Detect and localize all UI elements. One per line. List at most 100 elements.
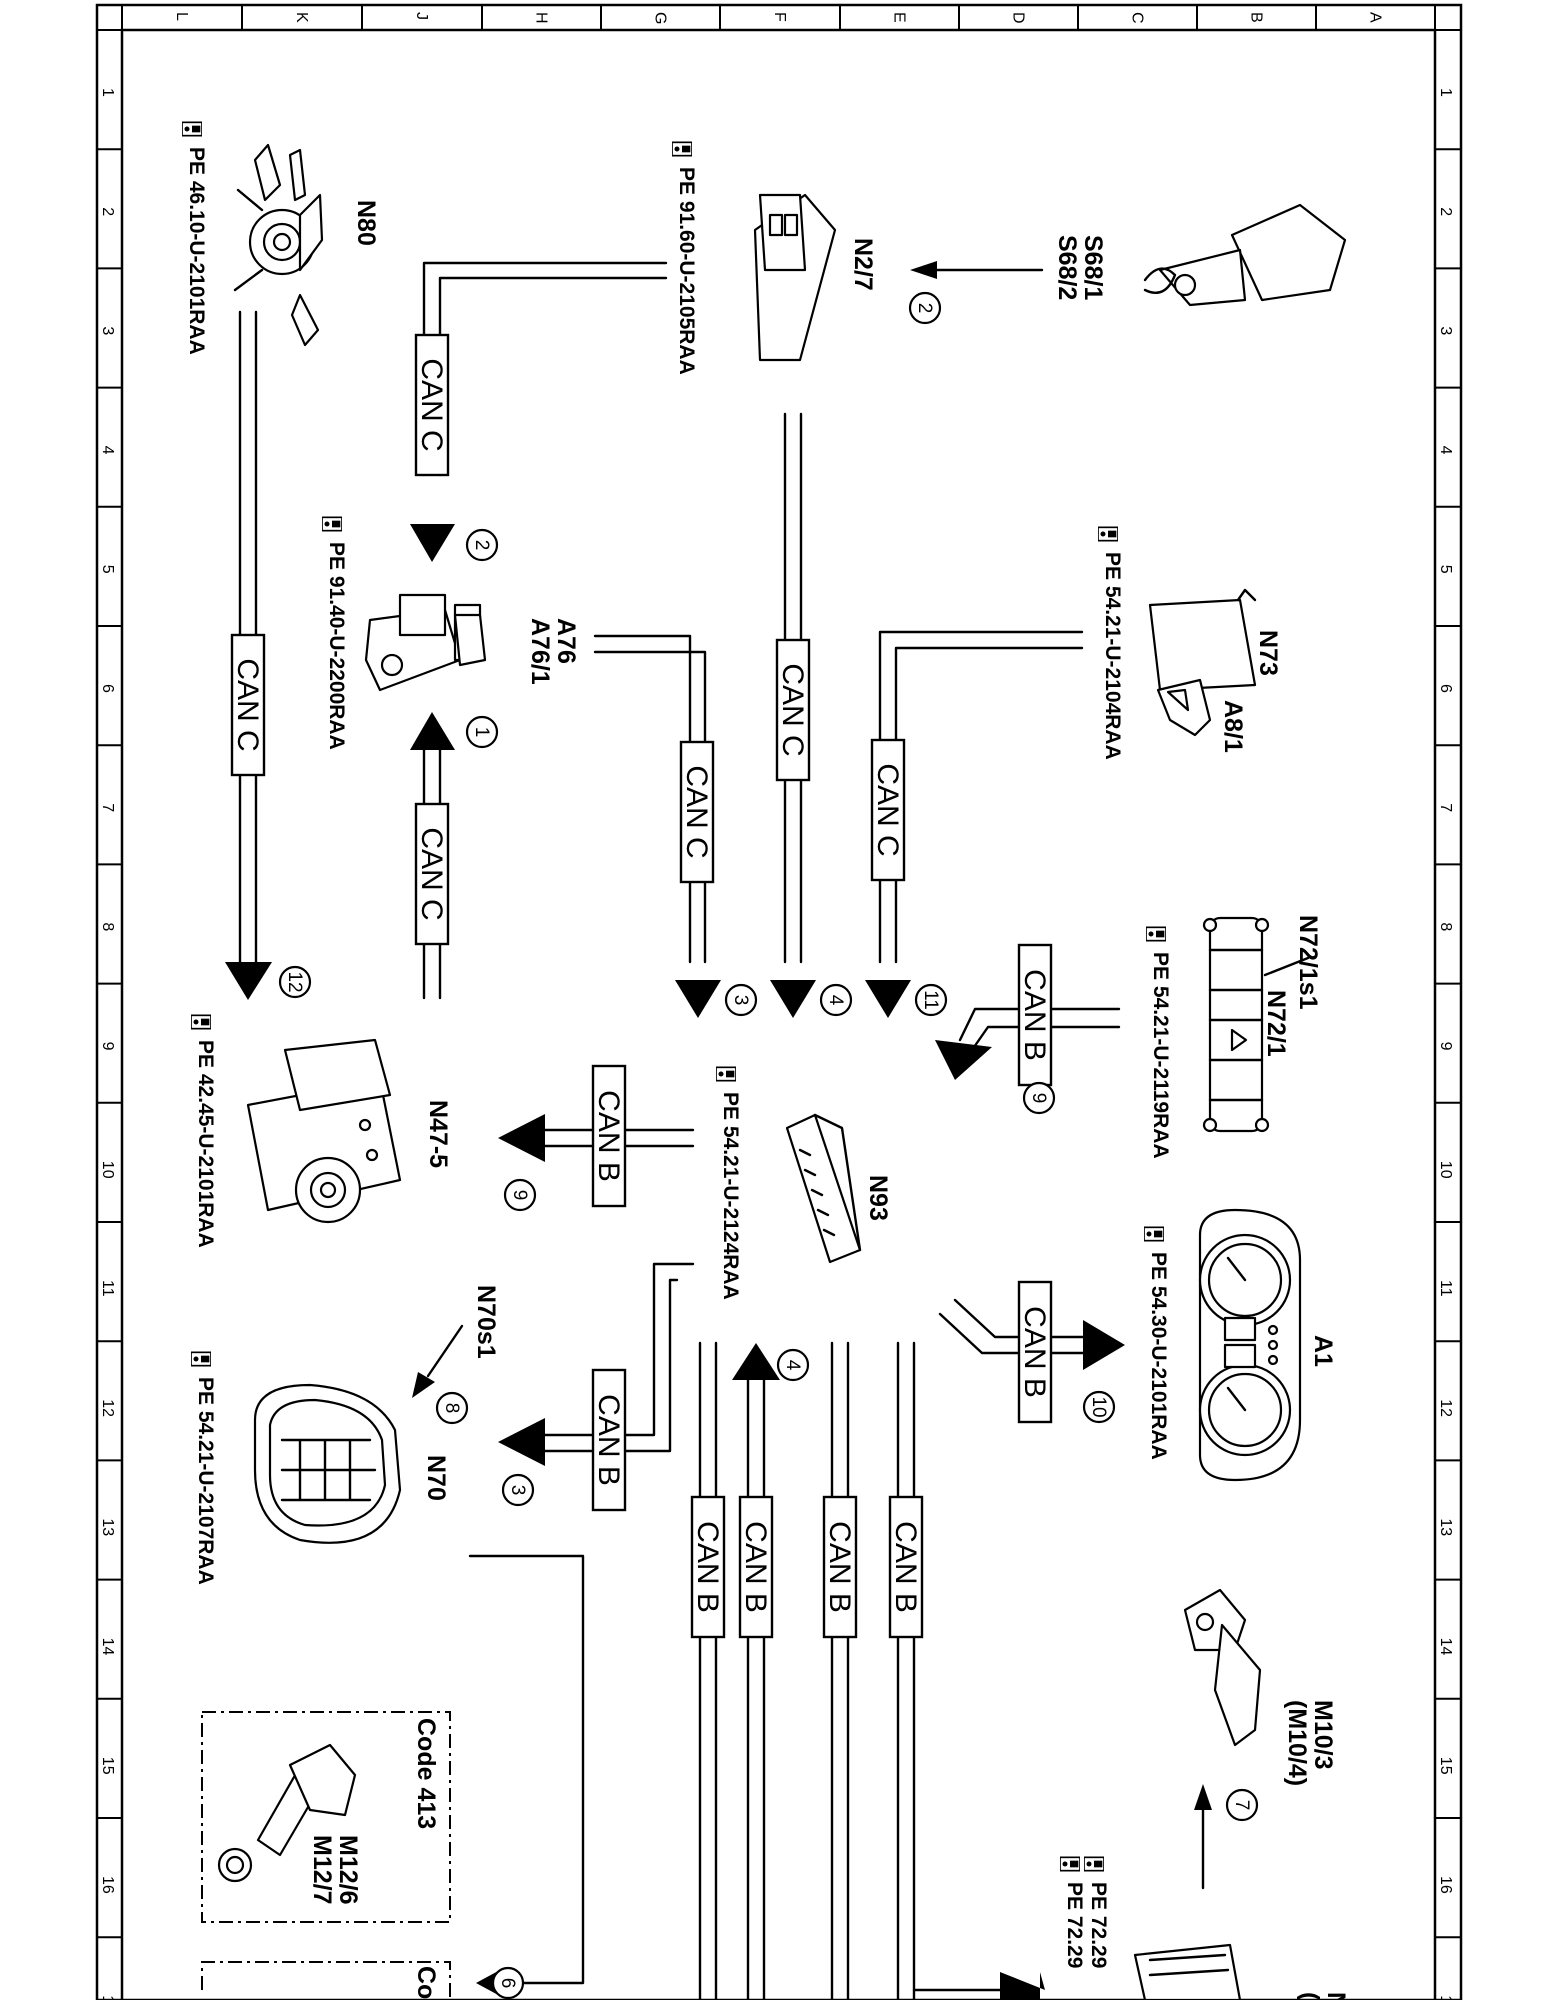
code-box-413: Code 413 [201,1711,451,1923]
callout-7: 7 [1225,1788,1259,1822]
arrow-up-to-n93 [732,1343,780,1380]
grid-number-left: 12 [99,1399,116,1417]
can-c-label: CAN C [230,633,266,777]
can-b-label: CAN B [888,1495,924,1639]
callout-6: 6 [491,1966,525,2000]
callout-3: 3 [724,983,758,1017]
arrow-to-n70s1 [412,1372,435,1398]
svg-text:N47-5: N47-5 [424,1100,452,1168]
label-n93: N93 [864,1175,892,1221]
svg-text:PE 46.10-U-2101RAA: PE 46.10-U-2101RAA [185,147,208,355]
svg-text:11: 11 [920,990,941,1010]
can-c-label: CAN C [679,740,715,884]
callout-2: 2 [908,291,942,325]
grid-number-left: 11 [99,1280,116,1297]
svg-text:M10/3: M10/3 [1309,1700,1337,1769]
arrow-to-n93-a76 [675,980,721,1018]
grid-number-left: 4 [99,446,116,455]
reference-pointer-icon [1084,1856,1104,1872]
can-b-label: CAN B [591,1064,627,1208]
reference-pointer-icon [182,121,202,137]
grid-number-right: 16 [1437,1876,1454,1894]
callout-4: 4 [776,1348,810,1382]
grid-number-left: 17 [99,1995,116,2000]
callout-3: 3 [501,1473,535,1507]
svg-text:3: 3 [507,1485,528,1496]
svg-text:N70s1: N70s1 [472,1285,500,1359]
grid-number-right: 10 [1437,1161,1454,1179]
svg-text:8: 8 [441,1403,462,1414]
grid-number-left: 8 [99,922,116,931]
svg-text:2: 2 [914,303,935,314]
svg-text:CAN C: CAN C [871,763,904,856]
grid-number-right: 6 [1437,684,1454,693]
reference-pointer-icon [1146,926,1166,942]
ref-n69-a: PE 72.29 [1084,1856,1110,1968]
label-n70: N70 [422,1455,450,1501]
can-c-label: CAN C [870,738,906,882]
instrument-cluster-icon [1198,1208,1302,1482]
overhead-control-panel-icon [253,1383,402,1544]
can-b-label: CAN B [1017,943,1053,1087]
grid-number-left: 10 [99,1161,116,1179]
svg-text:A8/1: A8/1 [1219,700,1247,753]
callout-12: 12 [278,965,312,999]
svg-text:12: 12 [284,971,305,992]
svg-text:4: 4 [825,995,846,1006]
seat-belt-buckle-icon [1143,203,1347,307]
callout-2: 2 [465,528,499,562]
grid-letter: B [1248,12,1265,23]
reference-pointer-icon [1098,526,1118,542]
grid-letter: C [1129,12,1146,24]
ignition-switch-icon [1148,588,1257,737]
grid-number-right: 8 [1437,922,1454,931]
grid-number-right: 9 [1437,1042,1454,1051]
arrow-to-n47-5-from-n80 [225,962,272,1000]
label-n70s1: N70s1 [472,1285,500,1359]
svg-text:CAN B: CAN B [592,1394,625,1486]
svg-text:CAN B: CAN B [691,1521,724,1613]
label-m10-3: M10/3(M10/4) [1283,1700,1337,1786]
arrow-to-n47-5 [498,1114,545,1162]
esp-control-unit-icon [246,1038,402,1224]
svg-text:CAN B: CAN B [592,1090,625,1182]
arrow-to-a1 [1083,1320,1125,1370]
door-control-unit-icon [1133,1943,1242,2000]
arrowheads [225,261,1212,2000]
ref-n47-5: PE 42.45-U-2101RAA [191,1014,217,1248]
svg-text:6: 6 [497,1978,518,1989]
arrow-to-n93-n2-7 [770,980,816,1018]
arrow-to-n93-n72 [935,1040,992,1080]
svg-text:PE 54.21-U-2104RAA: PE 54.21-U-2104RAA [1101,552,1124,760]
grid-number-left: 5 [99,565,116,574]
label-n73: N73 [1254,630,1282,676]
window-motor-icon [217,1743,357,1883]
arrow-to-n70 [498,1418,545,1466]
svg-text:N80: N80 [352,200,380,246]
svg-text:CAN C: CAN C [415,827,448,920]
grid-number-right: 17 [1437,1995,1454,2000]
grid-number-right: 12 [1437,1399,1454,1417]
svg-text:N70: N70 [422,1455,450,1501]
grid-number-left: 2 [99,207,116,216]
grid-number-right: 11 [1437,1280,1454,1297]
callout-11: 11 [914,983,948,1017]
can-c-label: CAN C [414,802,450,946]
svg-text:PE 54.21-U-2119RAA: PE 54.21-U-2119RAA [1149,952,1172,1159]
grid-number-right: 7 [1437,803,1454,812]
belt-tensioner-icon [364,593,487,692]
ref-n73: PE 54.21-U-2104RAA [1098,526,1124,760]
svg-text:PE 54.21-U-2124RAA: PE 54.21-U-2124RAA [719,1092,742,1300]
grid-number-left: 1 [99,88,116,97]
grid-number-left: 14 [99,1638,116,1656]
arrow-to-n2-7 [910,261,937,279]
svg-text:CAN C: CAN C [231,658,264,751]
svg-text:CAN C: CAN C [776,663,809,756]
arrow-to-n93-n73 [865,980,911,1018]
svg-text:PE 42.45-U-2101RAA: PE 42.45-U-2101RAA [194,1040,217,1248]
grid-letter: E [891,12,908,23]
label-n80: N80 [352,200,380,246]
svg-text:N72/1s1: N72/1s1 [1294,915,1322,1010]
